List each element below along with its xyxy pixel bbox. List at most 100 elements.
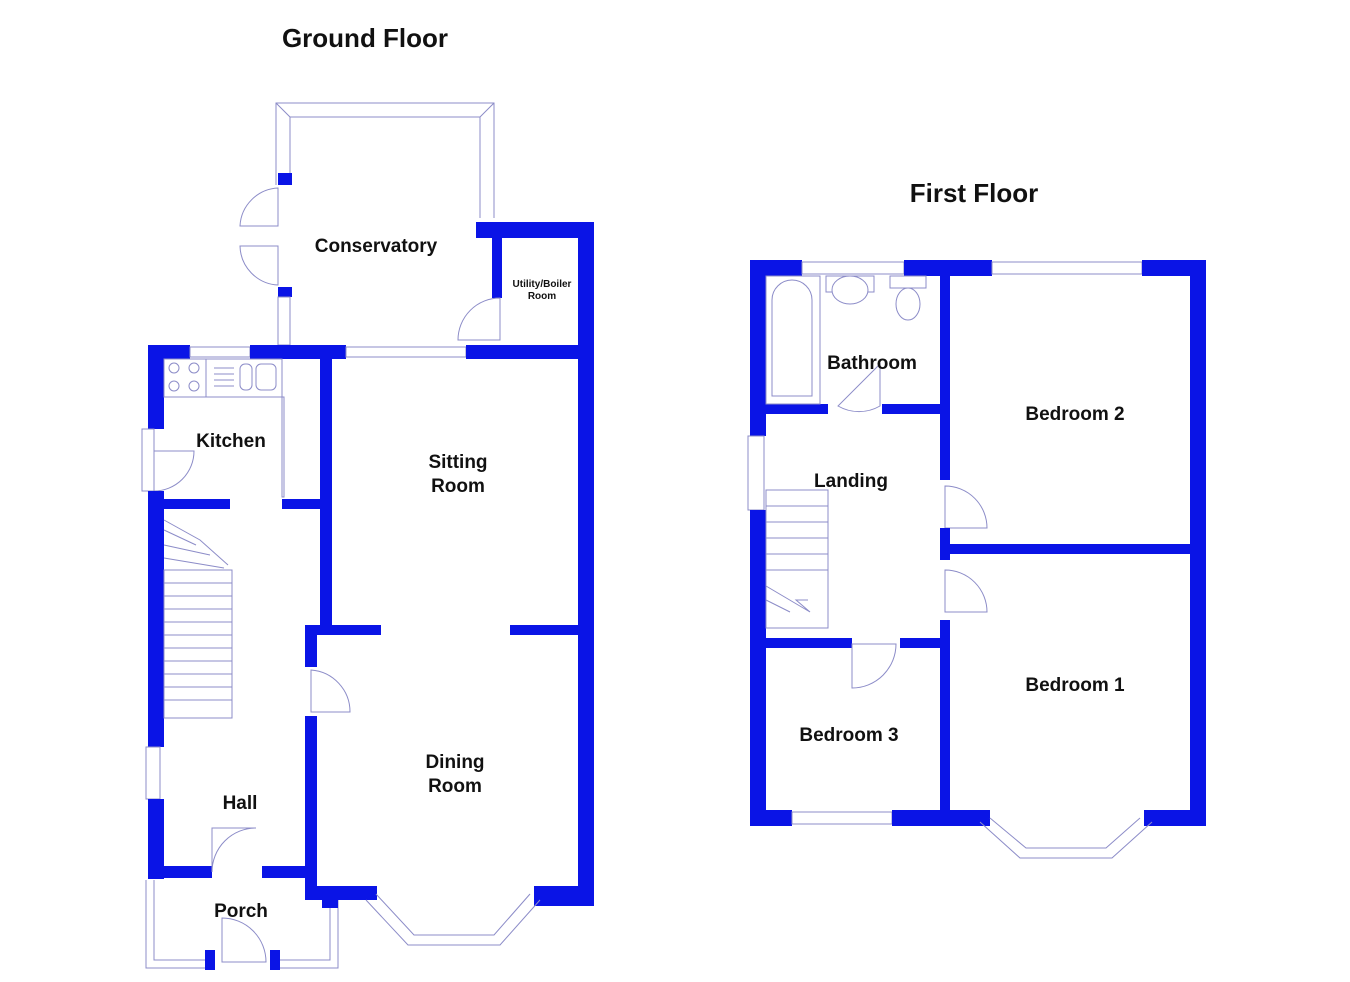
hall-south-wall-right <box>262 866 312 878</box>
porch-east-frame <box>278 900 339 969</box>
west-wall-upper <box>148 345 164 429</box>
porch-corner-post <box>322 896 338 908</box>
first-east-wall <box>1190 260 1206 826</box>
dining-south-wall-left <box>305 886 377 900</box>
french-door-lower <box>239 245 279 286</box>
kitchen-label: Kitchen <box>196 431 266 452</box>
utility-west-wall <box>492 222 502 298</box>
kitchen-top-wall-right <box>250 345 290 359</box>
sitting-dining-divider-right <box>510 625 594 635</box>
first-west-wall-upper <box>750 260 766 436</box>
bedroom2-label: Bedroom 2 <box>1025 404 1124 425</box>
bedroom-divider-wall <box>940 544 1206 554</box>
landing-east-wall-stub <box>940 528 950 560</box>
bedroom3-north-wall-right <box>900 638 950 648</box>
stair-flight <box>163 569 233 719</box>
utility-top-wall <box>476 222 594 238</box>
conservatory-frame-corners <box>275 102 495 118</box>
conservatory-side-window <box>277 296 291 346</box>
bedroom3-north-wall-left <box>750 638 852 648</box>
first-floor-plan <box>747 260 1206 859</box>
kitchen-south-wall-right <box>282 499 322 509</box>
hob-ring-icon <box>168 362 180 374</box>
west-wall-lower <box>148 799 164 879</box>
stair-winder-treads <box>765 585 811 613</box>
bath-tub-icon <box>771 279 813 397</box>
ground-floor-title: Ground Floor <box>282 23 448 53</box>
stair-winder-treads <box>163 529 225 569</box>
bedroom1-west-wall <box>940 620 950 826</box>
wc-icon <box>895 287 921 321</box>
patio-door-window <box>345 346 467 358</box>
bathroom-label: Bathroom <box>827 353 917 374</box>
east-outer-wall <box>578 222 594 906</box>
bathroom-window <box>801 261 905 275</box>
porch-door <box>221 917 267 963</box>
dining-south-wall-right <box>534 886 594 906</box>
sink-bowl-icon <box>255 363 277 391</box>
first-south-wall-1 <box>750 810 792 826</box>
bedroom1-bay-outer <box>979 821 1153 859</box>
first-floor-title: First Floor <box>910 178 1039 208</box>
west-wall-middle <box>148 491 164 747</box>
sitting-room-label-line2: Room <box>431 476 485 497</box>
hob-ring-icon <box>168 380 180 392</box>
porch-label: Porch <box>214 901 268 922</box>
bath-icon <box>765 275 821 405</box>
bedroom2-window <box>991 261 1143 275</box>
stair-treads <box>766 505 828 571</box>
kitchen-side-unit <box>281 396 285 498</box>
bedroom1-door <box>944 569 988 613</box>
basin-icon <box>831 275 869 305</box>
first-stairs <box>765 489 829 629</box>
bathroom-south-wall-right <box>882 404 942 414</box>
bedroom3-label: Bedroom 3 <box>799 725 898 746</box>
first-west-wall-lower <box>750 510 766 826</box>
french-door-upper <box>239 187 279 227</box>
bedroom2-door <box>944 485 988 529</box>
conservatory-label: Conservatory <box>315 236 438 257</box>
stair-treads <box>164 582 232 701</box>
sitting-room-label-line1: Sitting <box>428 452 487 473</box>
sitting-top-wall-right <box>466 345 594 359</box>
ground-floor-plan <box>141 102 594 970</box>
hall-label: Hall <box>223 793 258 814</box>
first-south-wall-3 <box>1144 810 1206 826</box>
bay-window-outer <box>365 899 541 946</box>
sitting-top-wall-left <box>290 345 346 359</box>
sitting-west-wall <box>320 359 332 625</box>
kitchen-window <box>189 346 251 358</box>
porch-door-post <box>205 950 215 970</box>
porch-west-frame <box>145 880 208 969</box>
kitchen-side-door <box>153 450 195 492</box>
sink-bowl-icon <box>239 363 253 391</box>
utility-door <box>457 297 501 341</box>
bathroom-door <box>837 362 881 413</box>
bedroom2-west-wall <box>940 260 950 480</box>
bathroom-south-wall-left <box>766 404 828 414</box>
dining-west-wall-stub <box>305 625 317 667</box>
bay-window-inner <box>375 893 531 936</box>
wc-cistern-icon <box>889 275 927 289</box>
dining-west-wall <box>305 716 317 892</box>
stair-flight <box>765 489 829 629</box>
landing-label: Landing <box>814 471 888 492</box>
conservatory-post <box>278 173 292 185</box>
dining-door <box>310 669 351 713</box>
bedroom3-window <box>791 811 893 825</box>
kitchen-south-wall-left <box>148 499 230 509</box>
dining-room-label-line1: Dining <box>425 752 484 773</box>
utility-label-line2: Room <box>528 291 556 302</box>
hall-south-wall-left <box>148 866 212 878</box>
kitchen-side-door-frame <box>141 428 155 492</box>
utility-label-line1: Utility/Boiler <box>513 279 572 290</box>
bedroom3-door <box>851 643 897 689</box>
conservatory-frame-outer <box>275 102 495 218</box>
bedroom1-bay-inner <box>989 817 1141 849</box>
drainer-icon <box>214 367 234 387</box>
ground-stairs <box>163 519 233 719</box>
dining-room-label-line2: Room <box>428 776 482 797</box>
sitting-dining-divider-left <box>305 625 381 635</box>
conservatory-post <box>278 287 292 297</box>
